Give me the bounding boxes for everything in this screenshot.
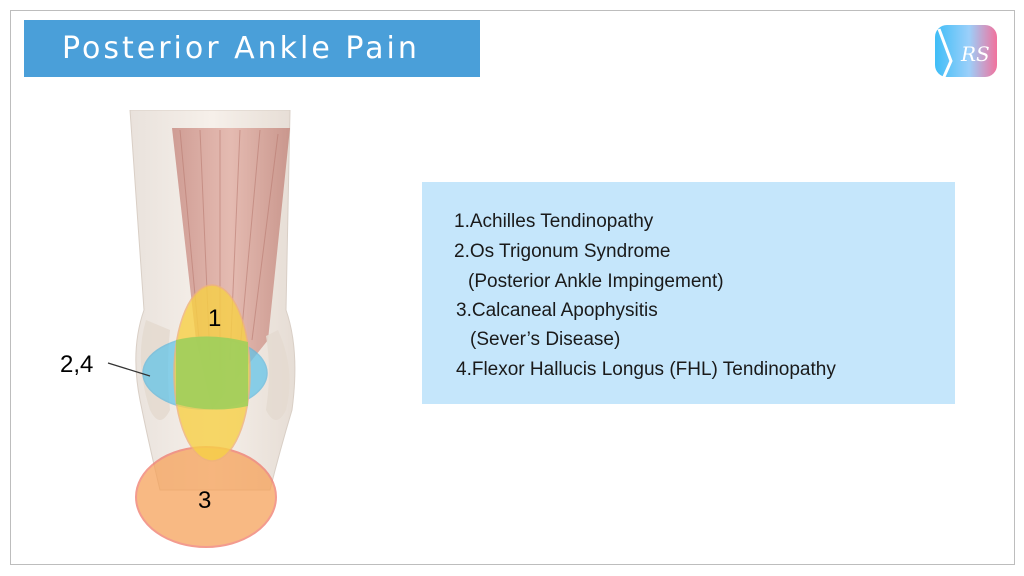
region-3-label: 3 (198, 487, 212, 514)
label-pointer-line (107, 362, 151, 377)
list-item: (Sever’s Disease) (470, 329, 621, 350)
page-title: Posterior Ankle Pain (62, 31, 420, 66)
overlap-region (176, 336, 248, 410)
list-item: 2.Os Trigonum Syndrome (454, 241, 671, 262)
region-1-label: 1 (208, 305, 222, 332)
list-item: 3.Calcaneal Apophysitis (456, 300, 658, 321)
ankle-illustration (100, 109, 330, 560)
region-2-4-label: 2,4 (60, 351, 94, 378)
title-banner: Posterior Ankle Pain (24, 20, 480, 77)
list-item: (Posterior Ankle Impingement) (468, 271, 724, 292)
rs-logo-icon: RS (929, 21, 1003, 85)
conditions-box: 1.Achilles Tendinopathy 2.Os Trigonum Sy… (422, 182, 955, 404)
list-item: 4.Flexor Hallucis Longus (FHL) Tendinopa… (456, 359, 836, 380)
logo-text: RS (960, 42, 990, 66)
list-item: 1.Achilles Tendinopathy (454, 211, 654, 232)
